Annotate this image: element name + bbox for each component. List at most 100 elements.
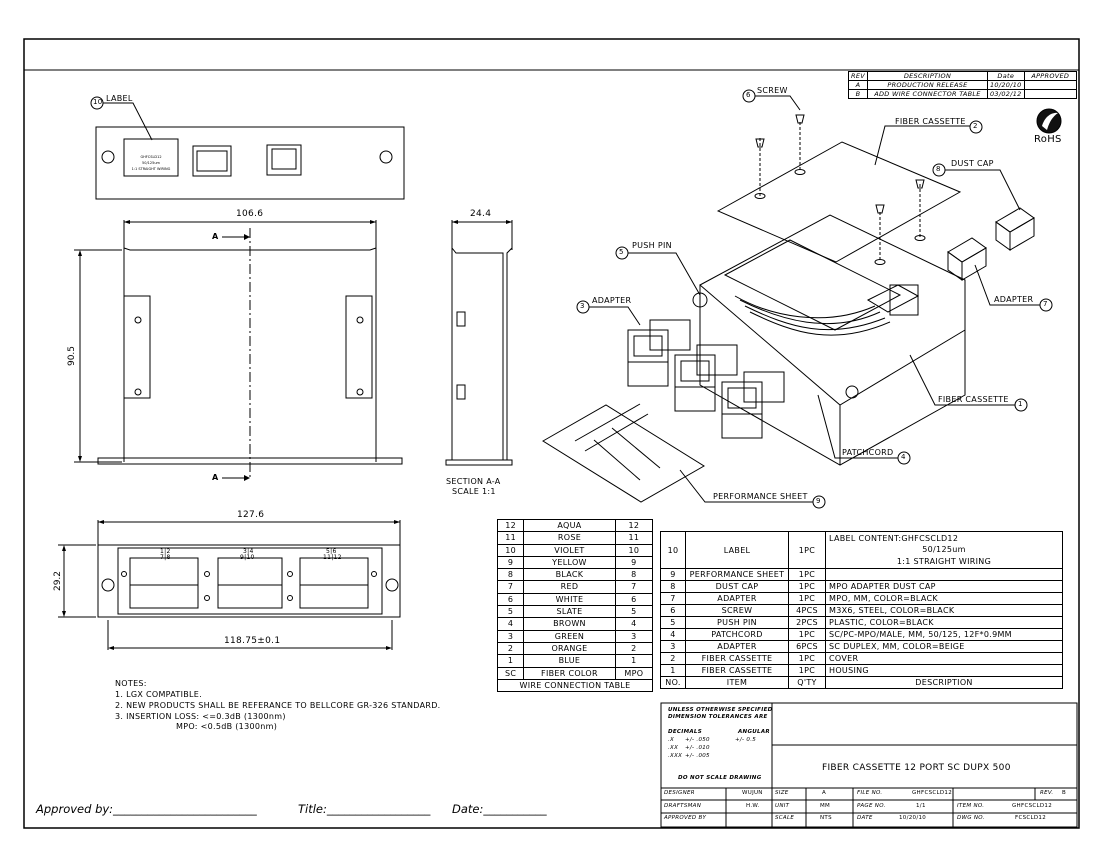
wire-number-cell: 3	[614, 629, 654, 643]
scale-label: SCALE	[775, 815, 795, 821]
rev-cell: A	[848, 80, 868, 90]
wire-number-cell: 6	[614, 592, 654, 607]
wire-number-cell: 4	[496, 617, 525, 631]
rohs-text: RoHS	[1034, 134, 1062, 145]
wire-number-cell: 2	[614, 641, 654, 656]
bom-item-cell: PUSH PIN	[685, 616, 789, 629]
port-label-11-12: 11|12	[323, 554, 342, 561]
wire-number-cell: 9	[496, 555, 525, 570]
bom-header-qty: Q'TY	[788, 676, 826, 689]
arrowheads	[62, 220, 512, 650]
bom-description-cell: SC/PC-MPO/MALE, MM, 50/125, 12F*0.9MM	[825, 628, 1063, 641]
bom-qty-cell: 1PC	[788, 664, 826, 677]
wire-number-cell: 8	[496, 568, 525, 582]
section-view	[445, 220, 513, 466]
callout-push-pin: PUSH PIN	[632, 241, 672, 250]
wire-color-cell: AQUA	[523, 518, 616, 533]
section-marker-bottom: A	[212, 473, 219, 482]
wire-color-cell: FIBER COLOR	[523, 666, 616, 680]
rev-cell	[1023, 80, 1078, 90]
label-sticker-line-2: 50/125um	[142, 161, 161, 165]
file-no-value: GHFCSCLD12	[912, 790, 953, 796]
port-label-3-4: 3|4	[243, 548, 254, 555]
rev-header-description: DESCRIPTION	[866, 71, 988, 81]
draftsman-value: H.W.	[746, 803, 760, 809]
callout-number-label: 10	[93, 98, 103, 106]
wire-number-cell: 7	[614, 580, 654, 594]
callout-number-fiber-cassette-top: 2	[973, 122, 978, 130]
bom-qty-cell: 1PC	[788, 592, 826, 605]
wire-number-cell: MPO	[614, 666, 654, 680]
label-sticker-line-3: 1:1 STRAIGHT WIRING	[132, 167, 171, 171]
notes-title: NOTES:	[115, 679, 147, 688]
front-width-dimension-text: 127.6	[237, 510, 265, 520]
bom-no-cell: 4	[660, 628, 686, 641]
tolerance-xxx: .XXX	[668, 753, 683, 759]
bom-no-cell: 6	[660, 604, 686, 617]
rev-header-date: Date	[986, 71, 1025, 81]
wire-number-cell: 12	[614, 518, 654, 533]
callout-number-dust-cap: 8	[936, 165, 941, 173]
bom-qty-cell: 1PC	[788, 628, 826, 641]
wire-number-cell: SC	[496, 666, 525, 680]
bom-no-cell: 3	[660, 640, 686, 653]
file-no-label: FILE NO.	[857, 790, 883, 796]
wire-number-cell: 6	[496, 592, 525, 607]
bom-qty-cell: 1PC	[788, 568, 826, 581]
wire-color-cell: BLUE	[523, 654, 616, 668]
bom-qty-cell: 1PC	[788, 580, 826, 593]
callout-label: LABEL	[106, 94, 133, 103]
wire-color-cell: GREEN	[523, 629, 616, 643]
label-sticker-line-1: GHFCSLD12	[140, 155, 161, 159]
bom-no-cell: 5	[660, 616, 686, 629]
date-value: 10/20/10	[899, 815, 927, 821]
rev-header-rev: REV	[848, 71, 868, 81]
wire-number-cell: 10	[496, 543, 525, 557]
leader-lines	[103, 95, 1040, 503]
bom-description-cell: MPO ADAPTER DUST CAP	[825, 580, 1063, 593]
approved-by-line: Approved by:_________________________	[36, 802, 257, 816]
wire-number-cell: 4	[614, 617, 654, 631]
unit-label: UNIT	[775, 803, 790, 809]
bom-item-cell: DUST CAP	[685, 580, 789, 593]
size-label: SIZE	[775, 790, 789, 796]
front-view	[58, 520, 401, 650]
wire-number-cell: 8	[614, 568, 654, 582]
callout-fiber-cassette-top: FIBER CASSETTE	[895, 117, 966, 126]
bom-header-item: ITEM	[685, 676, 789, 689]
rev-cell: 10/20/10	[986, 80, 1025, 90]
tolerance-angle-value: +/- 0.5	[735, 737, 757, 743]
bom-no-cell: 1	[660, 664, 686, 677]
bom-qty-cell: 2PCS	[788, 616, 826, 629]
callout-adapter-right: ADAPTER	[994, 295, 1034, 304]
tolerance-x: .X	[668, 737, 675, 743]
wire-number-cell: 5	[614, 605, 654, 619]
bom-item-cell: FIBER CASSETTE	[685, 652, 789, 665]
tolerance-line-1: UNLESS OTHERWISE SPECIFIED	[668, 707, 773, 713]
wire-table-caption: WIRE CONNECTION TABLE	[497, 678, 653, 693]
wire-number-cell: 11	[614, 531, 654, 545]
bom-item-cell: ADAPTER	[685, 640, 789, 653]
title-block-lines	[660, 702, 1078, 828]
page-no-value: 1/1	[916, 803, 926, 809]
bom-qty-cell: 6PCS	[788, 640, 826, 653]
wire-number-cell: 1	[496, 654, 525, 668]
scale-value: NTS	[820, 815, 832, 821]
port-label-5-6: 5|6	[326, 548, 337, 555]
callout-patchcord: PATCHCORD	[842, 448, 894, 457]
bom-description-cell: COVER	[825, 652, 1063, 665]
callout-number-patchcord: 4	[901, 453, 906, 461]
wire-number-cell: 5	[496, 605, 525, 619]
bom-header-description: DESCRIPTION	[825, 676, 1063, 689]
height-dimension-text: 90.5	[67, 346, 77, 366]
bom-no-cell: 9	[660, 568, 686, 581]
